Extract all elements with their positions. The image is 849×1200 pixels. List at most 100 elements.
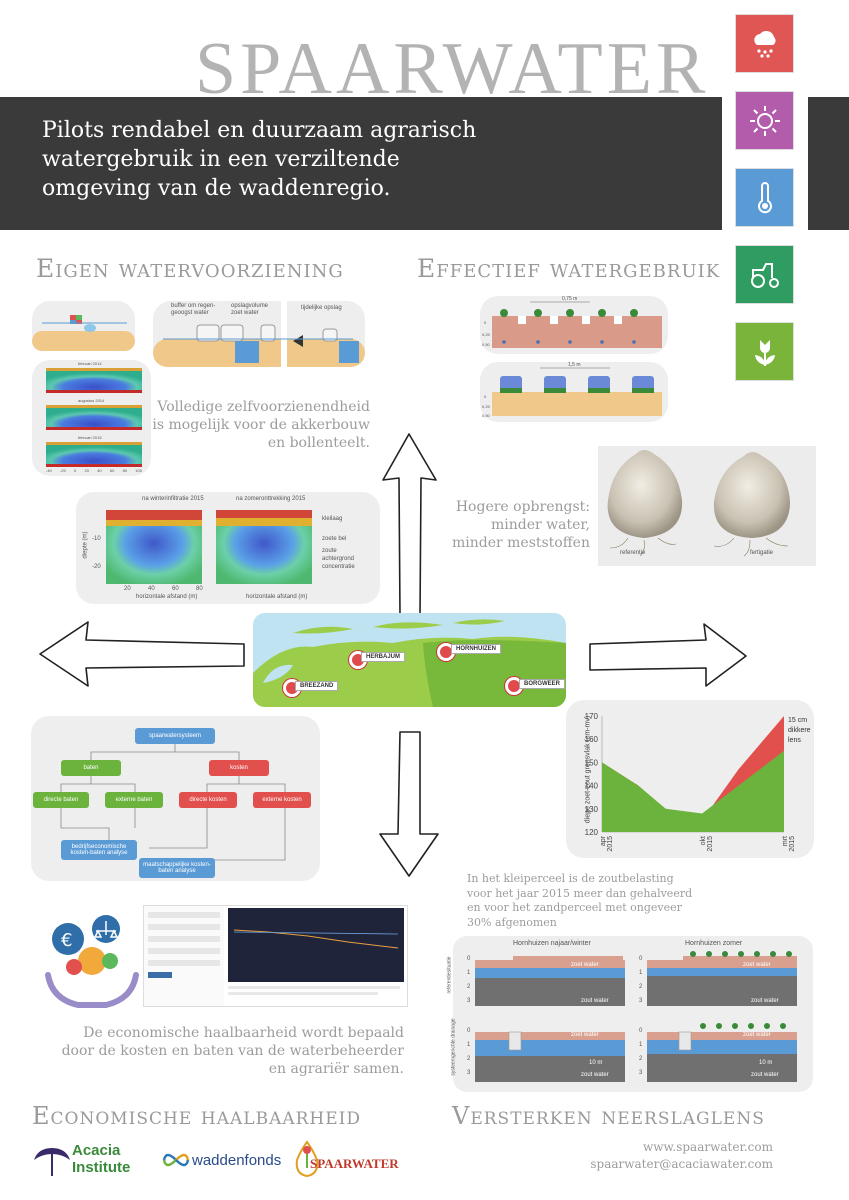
heatmap-title: februari 2014 — [78, 361, 102, 366]
depth-tick: 3 — [639, 998, 643, 1004]
arrow-left-icon — [39, 621, 245, 687]
tick: 40 — [97, 468, 102, 473]
heatmap-ylabel: diepte (m) — [82, 531, 89, 559]
heatmap-xlabel: horizontale afstand (m) — [136, 594, 198, 600]
depth-tick: 2 — [467, 1056, 471, 1062]
depth-tick: 0 — [639, 956, 643, 962]
depth-tick: 0 — [467, 1028, 471, 1034]
dist-label: 10 m — [589, 1060, 603, 1066]
zout-label: zout water — [751, 1072, 779, 1078]
map-label-herbajum: HERBAJUM — [361, 652, 406, 662]
zout-label: zout water — [581, 998, 609, 1004]
footer-website[interactable]: www.spaarwater.com — [643, 1140, 773, 1154]
x-tick-label: 2015 — [607, 836, 614, 852]
calculator-notes — [228, 992, 378, 995]
bulb-label-referentie: referentie — [620, 550, 646, 556]
xtick: 80 — [196, 586, 203, 592]
caption-line: is mogelijk voor de akkerbouw — [152, 417, 370, 433]
legend-item: kleilaag — [322, 516, 343, 522]
node-directe-baten: directe baten — [33, 792, 89, 808]
series-green-area — [602, 750, 784, 832]
ytick: -10 — [92, 536, 101, 542]
buffer-label: zoet water — [231, 310, 259, 316]
depth-tick: 1 — [639, 1042, 643, 1048]
caption-effectief: Hogere opbrengst: minder water, minder m… — [440, 498, 590, 552]
calculator-screenshot — [143, 905, 408, 1007]
header-banner-right — [808, 97, 849, 230]
sun-icon — [735, 91, 794, 150]
chart-annotation: 15 cm dikkere lens — [788, 716, 811, 746]
logo-spaarwater-text: SPAARWATER — [310, 1156, 399, 1171]
dist-label: 10 m — [759, 1060, 773, 1066]
buffer-label: tijdelijke opslag — [301, 305, 342, 311]
node-externe-kosten: externe kosten — [253, 792, 311, 808]
zout-label: zout water — [581, 1072, 609, 1078]
panel-map: HERBAJUM HORNHUIZEN BREEZAND BORGWEER — [253, 613, 566, 707]
depth-tick: 3 — [639, 1070, 643, 1076]
chart-ylabel: diepe zoet-zout grensvlak (cm-mv) — [584, 715, 592, 824]
heatmap-left-title: na winterinfiltratie 2015 — [142, 496, 204, 502]
y-tick-label: 140 — [585, 782, 599, 791]
tick: 80 — [122, 468, 128, 473]
x-tick-label: apr — [600, 835, 607, 846]
heatmap-xlabel: horizontale afstand (m) — [246, 594, 308, 600]
zoet-label: zoet water — [571, 1032, 599, 1038]
x-tick-label: mrt — [782, 836, 789, 846]
subtitle-line: watergebruik in een verziltende — [42, 147, 400, 172]
caption-line: De economische haalbaarheid wordt bepaal… — [83, 1025, 404, 1041]
heading-versterken-neerslaglens: Versterken neerslaglens — [452, 1102, 765, 1130]
logo-acacia-text: Acacia Institute — [72, 1142, 131, 1176]
poster-title: SPAARWATER — [195, 28, 710, 110]
panel-field-profile-top: 0,75 m 0 0,25 0,50 — [480, 296, 668, 354]
logo-waddenfonds-text: waddenfonds — [192, 1152, 282, 1169]
caption-line: en voor het zandperceel met ongeveer — [467, 901, 682, 914]
heading-eigen-watervoorziening: Eigen watervoorziening — [36, 254, 344, 283]
legend-item: concentratie — [322, 564, 355, 570]
caption-eigen: Volledige zelfvoorzienendheid is mogelij… — [150, 398, 370, 452]
x-tick-label: okt — [700, 836, 707, 845]
panel-buffer-diagram: buffer om regen- geoogst water opslagvol… — [153, 301, 365, 367]
tulip-icon — [735, 322, 794, 381]
node-kosten: kosten — [209, 760, 269, 776]
panel-field-profile-bottom: 1,5 m 0 0,25 0,50 — [480, 362, 668, 422]
caption-versterken: In het kleiperceel is de zoutbelasting v… — [467, 872, 767, 930]
y-tick-label: 130 — [585, 805, 599, 814]
depth-label: 0,50 — [482, 413, 490, 418]
euro-scale-hands-icon: € — [45, 915, 139, 1008]
subtitle-line: Pilots rendabel en duurzaam agrarisch — [42, 118, 477, 143]
tick: 100 — [135, 468, 142, 473]
node-root: spaarwatersysteem — [135, 728, 215, 744]
panel-infiltration-small — [32, 301, 135, 351]
y-tick-label: 150 — [585, 758, 599, 767]
waddenfonds-logo: waddenfonds — [162, 1146, 290, 1176]
depth-tick: 1 — [639, 970, 643, 976]
x-tick-label: 2015 — [789, 836, 796, 852]
panel-cost-benefit-tree: spaarwatersysteem baten kosten directe b… — [31, 716, 320, 881]
arrow-right-icon — [589, 623, 747, 687]
tick: -40 — [46, 468, 52, 473]
depth-label: 0,25 — [482, 404, 490, 409]
heatmap-title: februari 2015 — [78, 435, 102, 440]
depth-tick: 2 — [467, 984, 471, 990]
xtick: 20 — [124, 586, 131, 592]
panel-heatmaps-stack: februari 2014 augustus 2014 februari 201… — [32, 360, 151, 476]
depth-tick: 1 — [467, 1042, 471, 1048]
rain-cloud-icon — [735, 14, 794, 73]
caption-line: voor het jaar 2015 meer dan gehalveerd — [467, 886, 693, 900]
cross-title: Hornhuizen najaar/winter — [513, 940, 591, 947]
caption-line: minder meststoffen — [451, 535, 590, 551]
ytick: -20 — [92, 564, 101, 570]
caption-line: Volledige zelfvoorzienendheid — [157, 399, 370, 415]
annotation-line: lens — [788, 737, 801, 744]
caption-economisch: De economische haalbaarheid wordt bepaal… — [60, 1024, 404, 1078]
annotation-line: dikkere — [788, 727, 811, 734]
heading-economische-haalbaarheid: Economische haalbaarheid — [32, 1102, 362, 1130]
buffer-label: geoogst water — [171, 310, 209, 316]
footer-email[interactable]: spaarwater@acaciawater.com — [590, 1157, 773, 1171]
depth-tick: 0 — [467, 956, 471, 962]
depth-label: 0,50 — [482, 342, 490, 347]
tick: 60 — [109, 468, 115, 473]
spaarwater-logo: SPAARWATER — [292, 1136, 399, 1182]
dimension-label: 1,5 m — [568, 362, 581, 368]
